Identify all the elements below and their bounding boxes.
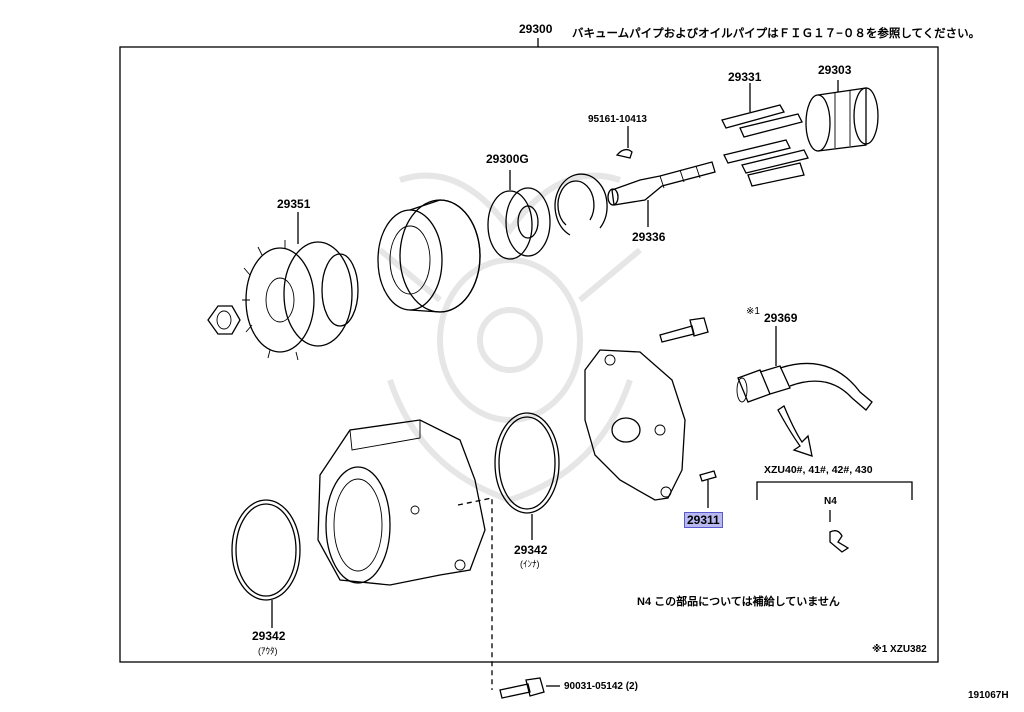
label-95161-10413[interactable]: 95161-10413 [588, 114, 647, 125]
dashed-leader [457, 497, 493, 690]
label-29342-inner-sub: (ｲﾝﾅ) [520, 559, 540, 569]
bolt-upper-shape [659, 317, 709, 343]
o-ring-outer-shape [231, 499, 301, 628]
label-29369[interactable]: 29369 [764, 311, 798, 325]
nut-shape [207, 305, 241, 335]
header-note: バキュームパイプおよびオイルパイプはＦＩＧ１７−０８を参照してください。 [572, 28, 981, 40]
label-29303[interactable]: 29303 [818, 63, 852, 77]
part-29331-shape [721, 83, 809, 187]
snap-ring-shape [554, 173, 608, 236]
label-29351[interactable]: 29351 [277, 197, 311, 211]
arrow-shape [777, 405, 813, 457]
label-n4: N4 [824, 496, 837, 507]
o-ring-inner-shape [494, 412, 560, 540]
label-90031-05142[interactable]: 90031-05142 (2) [564, 681, 638, 692]
figure-code: 191067H [968, 690, 1009, 701]
label-29300[interactable]: 29300 [519, 22, 553, 36]
part-95161-shape [615, 126, 633, 159]
part-29369-shape [736, 326, 873, 411]
gear-cup-shape [377, 199, 481, 313]
models-text: XZU40#, 41#, 42#, 430 [764, 464, 873, 476]
diagram-frame [119, 46, 939, 663]
label-29336[interactable]: 29336 [632, 230, 666, 244]
housing-shape [317, 419, 486, 586]
part-29351-shape [242, 212, 359, 361]
bolt-lower-shape [499, 677, 560, 699]
label-29342-outer-sub: (ｱｳﾀ) [258, 646, 278, 656]
label-29342-inner[interactable]: 29342 [514, 543, 548, 557]
watermark-emblem [378, 172, 642, 504]
label-29300g[interactable]: 29300G [486, 152, 529, 166]
pump-cover-shape [584, 349, 686, 501]
label-29342-outer[interactable]: 29342 [252, 629, 286, 643]
part-29336-shape [607, 161, 716, 227]
label-29311-highlighted[interactable]: 29311 [684, 512, 723, 528]
footnote-mark: ※1 [746, 306, 760, 317]
n4-note: N4 この部品については補給していません [637, 596, 840, 608]
label-29331[interactable]: 29331 [728, 70, 762, 84]
part-29300g-shape [487, 170, 551, 260]
part-29303-shape [805, 80, 879, 152]
part-29311-shape [699, 470, 717, 508]
footnote-xzu382: ※1 XZU382 [872, 644, 927, 655]
models-bracket [756, 481, 913, 553]
